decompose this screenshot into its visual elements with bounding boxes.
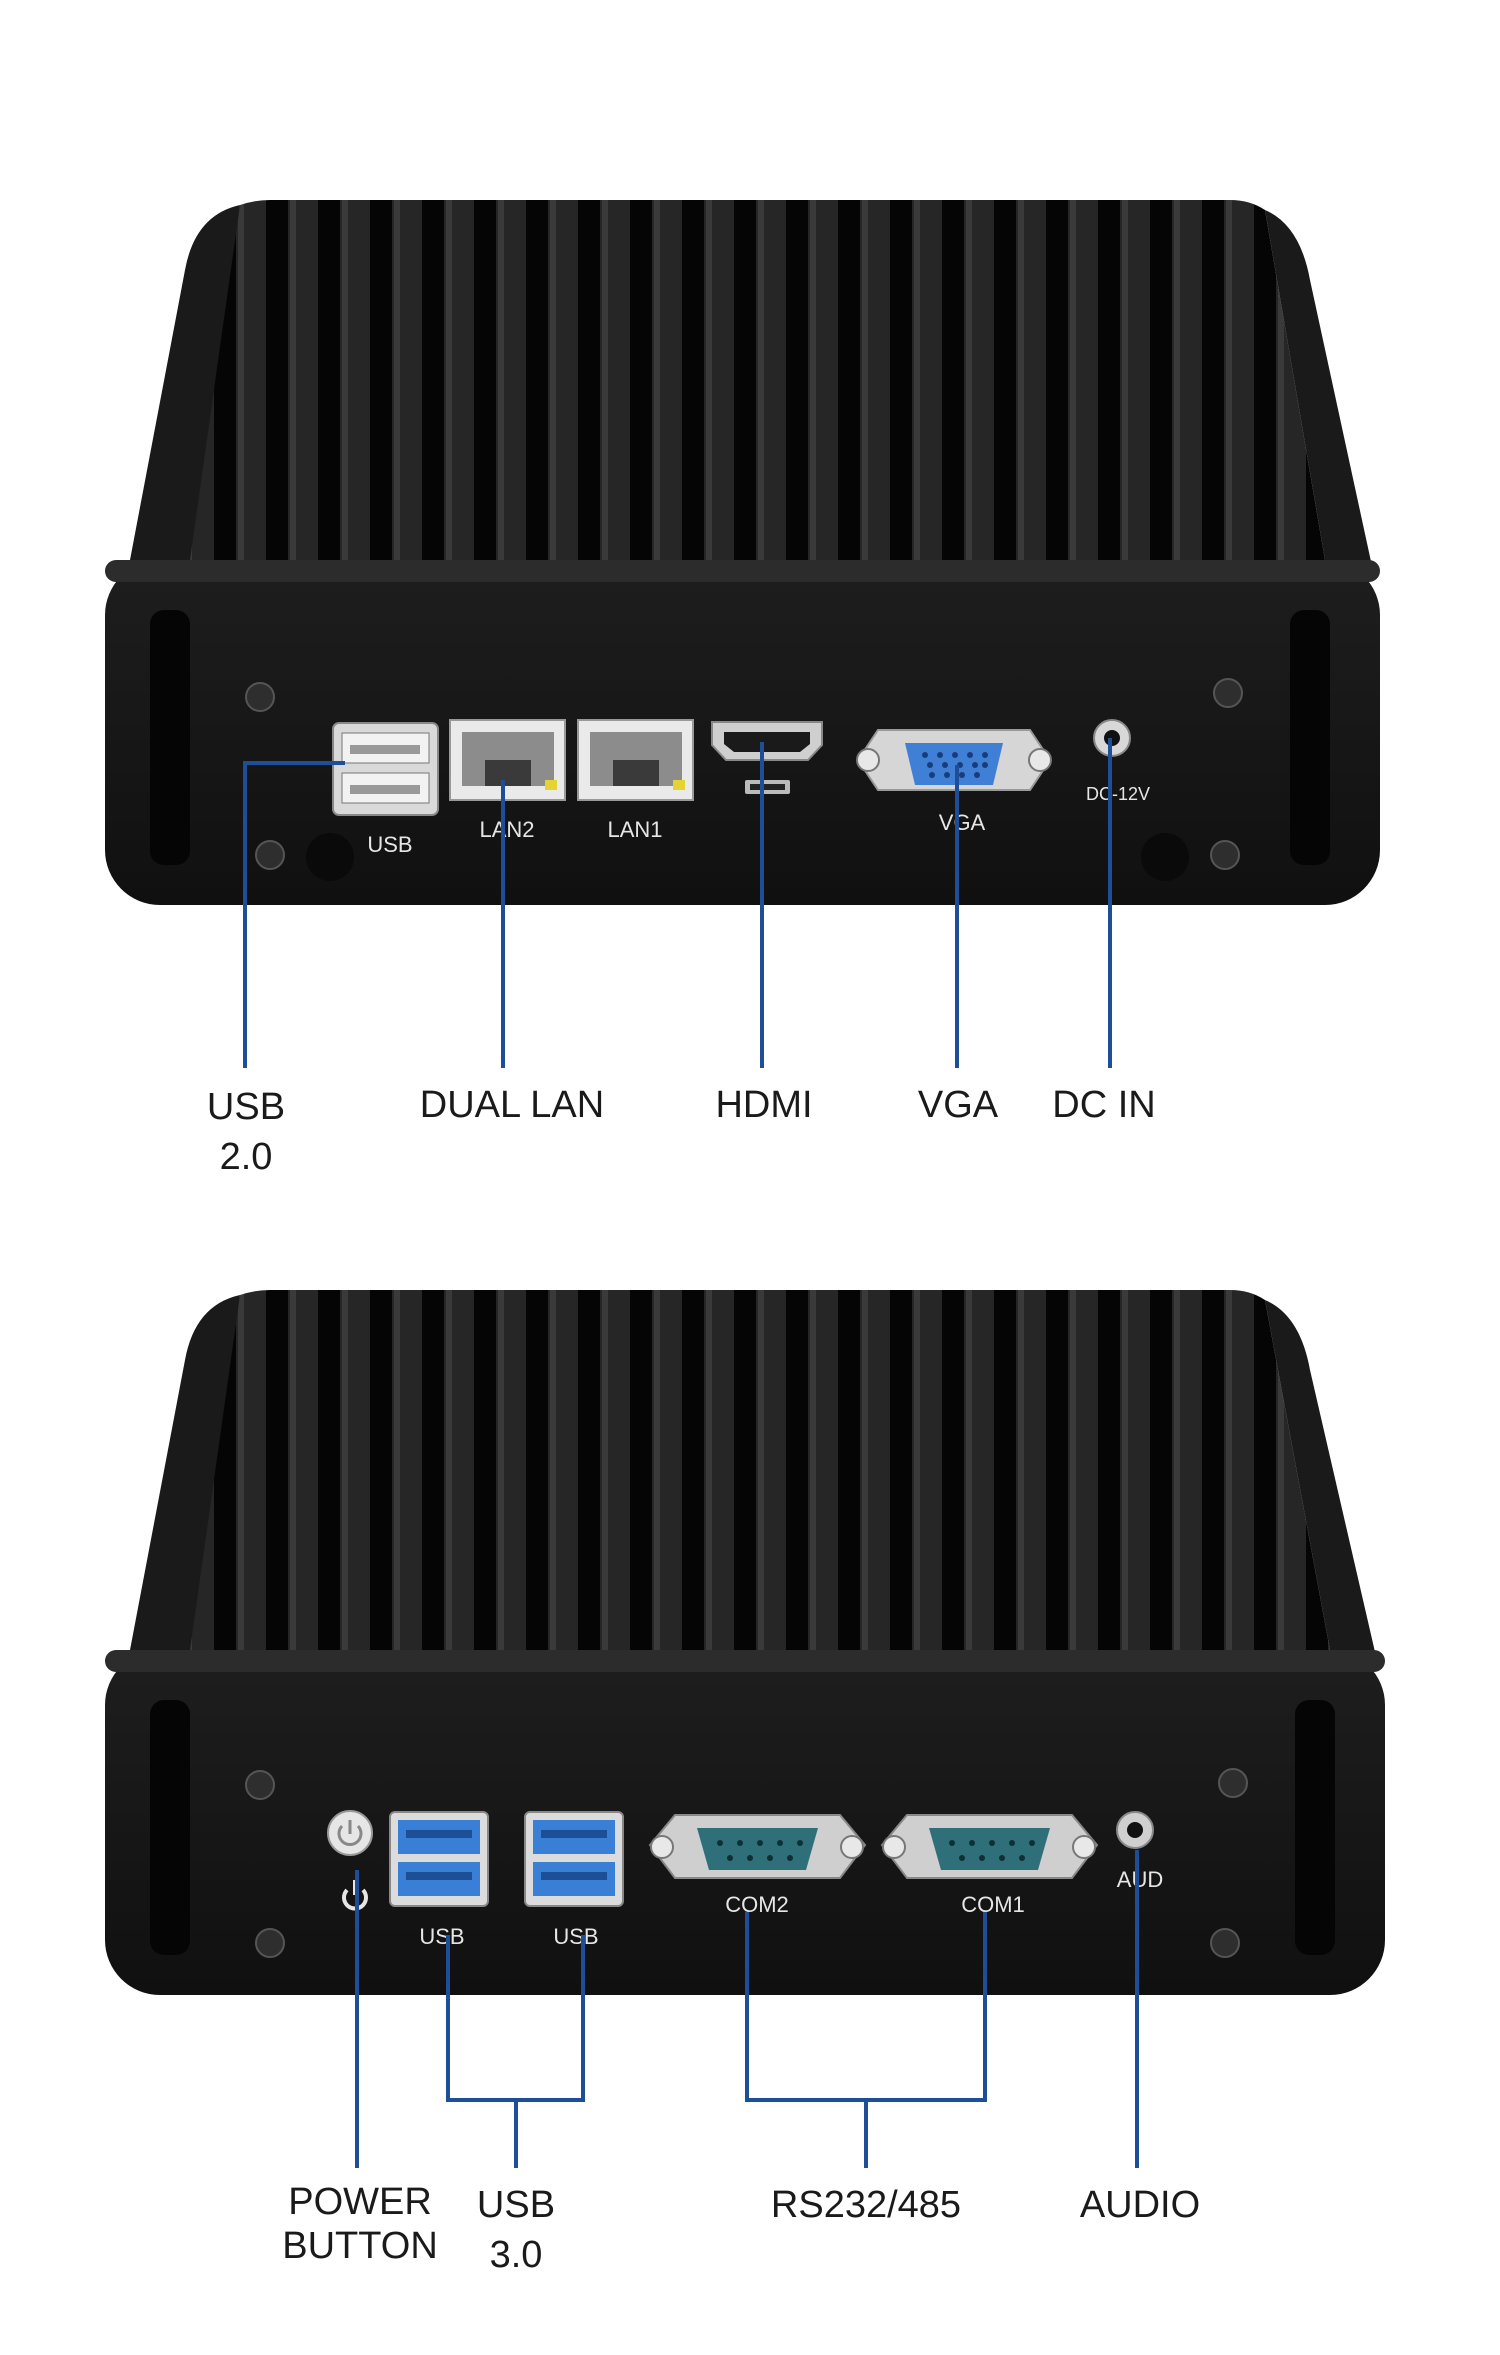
callout-usb-2-0-line1: USB — [206, 1086, 286, 1128]
com2-port — [648, 1814, 867, 1879]
port-label-dc: DC-12V — [1086, 784, 1150, 804]
port-label-usb-a: USB — [419, 1924, 464, 1949]
callout-power-button-line2: BUTTON — [282, 2225, 438, 2267]
top-unit-right-side — [1265, 210, 1375, 580]
rubber-foot — [306, 833, 354, 881]
audio-jack — [1116, 1811, 1154, 1849]
usb3-port-stack-a — [389, 1811, 489, 1907]
port-label-lan1: LAN1 — [607, 817, 662, 842]
callout-dc-in: DC IN — [1052, 1084, 1156, 1126]
callout-usb-3-0: USB 3.0 — [477, 2180, 555, 2280]
port-label-usb-b: USB — [553, 1924, 598, 1949]
port-label-com1: COM1 — [961, 1892, 1025, 1917]
screw-icon — [1218, 1768, 1248, 1798]
screw-icon — [245, 1770, 275, 1800]
bottom-unit: USB USB COM2 — [105, 1290, 1385, 2168]
callout-usb-3-0-line1: USB — [476, 2184, 556, 2226]
callout-rs232-485: RS232/485 — [770, 2184, 962, 2226]
screw-icon — [245, 682, 275, 712]
port-label-com2: COM2 — [725, 1892, 789, 1917]
port-label-aud: AUD — [1117, 1867, 1163, 1892]
screw-icon — [1210, 840, 1240, 870]
top-unit: USB LAN2 LAN1 — [105, 200, 1380, 1068]
callout-power-button-line1: POWER — [288, 2181, 432, 2223]
lan2-port — [449, 719, 566, 801]
callout-power-button: POWER BUTTON — [282, 2180, 438, 2268]
bottom-unit-heatsink — [170, 1290, 1330, 1650]
port-label-usb: USB — [367, 832, 412, 857]
top-unit-heatsink — [170, 200, 1325, 560]
screw-icon — [255, 840, 285, 870]
vga-port — [856, 729, 1052, 791]
rubber-foot — [1141, 833, 1189, 881]
screw-icon — [255, 1928, 285, 1958]
usb3-port-stack-b — [524, 1811, 624, 1907]
bottom-right-vent — [1295, 1700, 1335, 1955]
callout-audio: AUDIO — [1079, 2184, 1201, 2226]
callout-usb-3-0-line2: 3.0 — [489, 2234, 543, 2276]
top-right-vent — [1290, 610, 1330, 865]
callout-hdmi: HDMI — [715, 1084, 813, 1126]
bottom-unit-left-side — [130, 1295, 240, 1650]
com1-port — [880, 1814, 1099, 1879]
lan1-port — [577, 719, 694, 801]
callout-vga: VGA — [917, 1084, 999, 1126]
usb2-port-stack — [332, 722, 439, 816]
top-unit-left-side — [130, 205, 240, 560]
callout-dual-lan: DUAL LAN — [419, 1084, 605, 1126]
callout-usb-2-0: USB 2.0 — [207, 1082, 285, 1182]
power-button[interactable] — [327, 1810, 373, 1856]
bottom-callout-lines — [355, 1850, 1139, 2168]
bottom-unit-right-side — [1265, 1300, 1378, 1665]
callout-usb-2-0-line2: 2.0 — [219, 1136, 273, 1178]
top-left-vent — [150, 610, 190, 865]
hdmi-port — [711, 721, 823, 794]
screw-icon — [1213, 678, 1243, 708]
screw-icon — [1210, 1928, 1240, 1958]
port-label-lan2: LAN2 — [479, 817, 534, 842]
bottom-left-vent — [150, 1700, 190, 1955]
port-label-vga: VGA — [939, 810, 986, 835]
top-callout-lines — [243, 738, 1112, 1068]
